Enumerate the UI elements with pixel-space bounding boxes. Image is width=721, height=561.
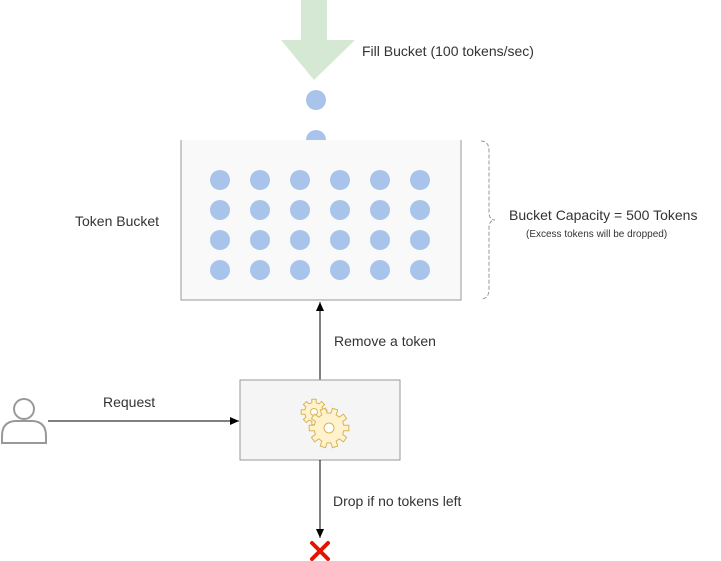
token	[250, 170, 270, 190]
bucket-tokens	[210, 170, 430, 280]
user-icon	[1, 398, 47, 444]
token	[250, 200, 270, 220]
token	[290, 230, 310, 250]
token	[290, 260, 310, 280]
token	[210, 260, 230, 280]
token	[410, 170, 430, 190]
drop-label: Drop if no tokens left	[333, 493, 462, 509]
token	[250, 260, 270, 280]
token	[290, 170, 310, 190]
token	[330, 170, 350, 190]
gear-icon	[300, 398, 350, 449]
request-label: Request	[103, 394, 156, 410]
token	[210, 200, 230, 220]
capacity-brace	[480, 140, 496, 300]
bucket-capacity-label: Bucket Capacity = 500 Tokens	[509, 207, 698, 223]
token	[410, 200, 430, 220]
token	[370, 170, 390, 190]
falling-token	[306, 90, 326, 110]
x-mark-icon	[310, 541, 330, 561]
remove-token-label: Remove a token	[334, 333, 436, 349]
token	[370, 260, 390, 280]
token	[250, 230, 270, 250]
token	[210, 230, 230, 250]
token	[330, 200, 350, 220]
fill-bucket-label: Fill Bucket (100 tokens/sec)	[362, 43, 534, 59]
fill-arrow	[281, 0, 355, 80]
excess-tokens-note: (Excess tokens will be dropped)	[526, 229, 668, 240]
token	[330, 260, 350, 280]
token	[290, 200, 310, 220]
token	[370, 230, 390, 250]
token	[410, 230, 430, 250]
token	[370, 200, 390, 220]
token-bucket-label: Token Bucket	[75, 213, 160, 229]
gear-hub	[323, 422, 335, 434]
token	[210, 170, 230, 190]
token	[330, 230, 350, 250]
token	[410, 260, 430, 280]
